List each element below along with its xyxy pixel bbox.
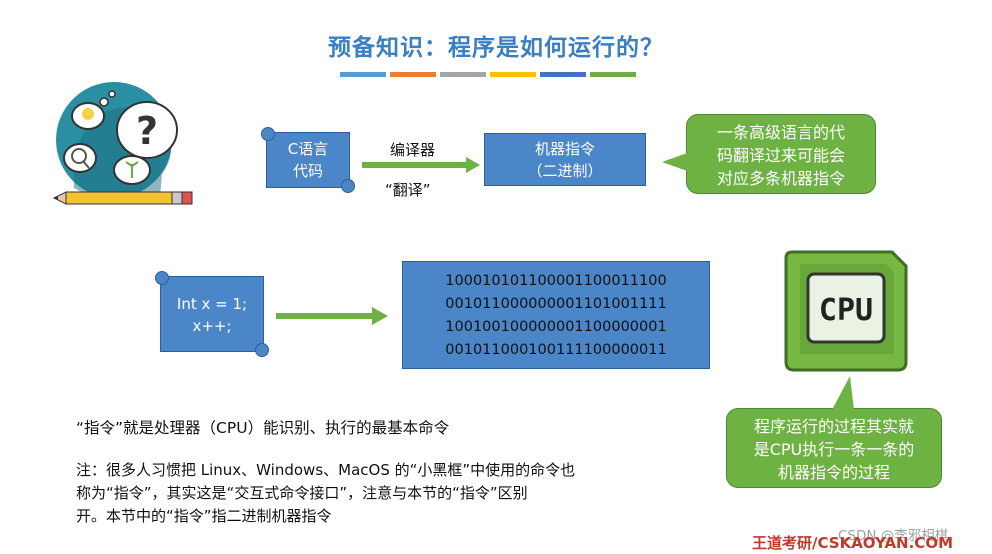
binary-line-2: 001011000000001101001111 — [445, 296, 667, 312]
note-line-3: 开。本节中的“指令”指二进制机器指令 — [76, 507, 332, 525]
machine-box-line-1: 机器指令 — [534, 140, 595, 158]
note-paragraph: 注：很多人习惯把 Linux、Windows、MacOS 的“小黑框”中使用的命… — [76, 459, 575, 528]
callout-top: 一条高级语言的代 码翻译过来可能会 对应多条机器指令 — [686, 114, 876, 194]
title-bar-1 — [340, 72, 386, 77]
watermark: CSDN @李邪相棋 — [838, 528, 949, 544]
title-bar-6 — [590, 72, 636, 77]
note-line-1: 注：很多人习惯把 Linux、Windows、MacOS 的“小黑框”中使用的命… — [76, 461, 576, 479]
callout-bottom: 程序运行的过程其实就 是CPU执行一条一条的 机器指令的过程 — [726, 408, 942, 488]
callout-bottom-line-3: 机器指令的过程 — [777, 463, 890, 482]
machine-box-line-2: （二进制） — [527, 162, 603, 180]
source-code-scroll: C语言 代码 — [261, 127, 355, 193]
cpu-chip-icon: CPU — [784, 250, 908, 372]
source-code-line-1: C语言 — [287, 140, 329, 158]
machine-instruction-box: 机器指令 （二进制） — [484, 133, 646, 186]
assemble-arrow — [276, 307, 388, 325]
title-bar-3 — [440, 72, 486, 77]
callout-top-line-1: 一条高级语言的代 — [716, 123, 845, 142]
cpu-label: CPU — [819, 293, 873, 328]
title-bar-4 — [490, 72, 536, 77]
title-bar-5 — [540, 72, 586, 77]
callout-top-line-3: 对应多条机器指令 — [716, 169, 845, 188]
binary-box: 100010101100001100011100 001011000000001… — [402, 261, 710, 369]
compile-arrow — [362, 157, 480, 173]
compiler-label: 编译器 — [390, 141, 436, 159]
svg-text:?: ? — [136, 109, 158, 153]
thinking-head-icon: ? — [52, 82, 193, 205]
code-scroll: Int x = 1; x++; — [155, 271, 269, 357]
callout-top-pointer — [662, 152, 690, 172]
binary-line-3: 100100100000001100000001 — [445, 319, 667, 335]
callout-bottom-line-2: 是CPU执行一条一条的 — [753, 440, 915, 459]
brand-label: 王道考研/CSKAOYAN.COM — [752, 534, 953, 552]
callout-bottom-line-1: 程序运行的过程其实就 — [753, 417, 914, 436]
binary-line-1: 100010101100001100011100 — [445, 273, 667, 289]
binary-line-4: 001011000100111100000011 — [445, 342, 667, 358]
page-title: 预备知识：程序是如何运行的？ — [328, 35, 664, 61]
source-code-line-2: 代码 — [292, 162, 323, 180]
code-line-1: Int x = 1; — [176, 295, 248, 313]
title-bar-2 — [390, 72, 436, 77]
definition-text: “指令”就是处理器（CPU）能识别、执行的最基本命令 — [76, 419, 450, 437]
pencil-icon — [52, 191, 193, 205]
note-line-2: 称为“指令”，其实这是“交互式命令接口”，注意与本节的“指令”区别 — [76, 484, 528, 502]
translate-caption: “翻译” — [385, 181, 431, 199]
code-line-2: x++; — [192, 317, 232, 335]
callout-bottom-pointer — [832, 376, 854, 410]
callout-top-line-2: 码翻译过来可能会 — [716, 146, 845, 165]
